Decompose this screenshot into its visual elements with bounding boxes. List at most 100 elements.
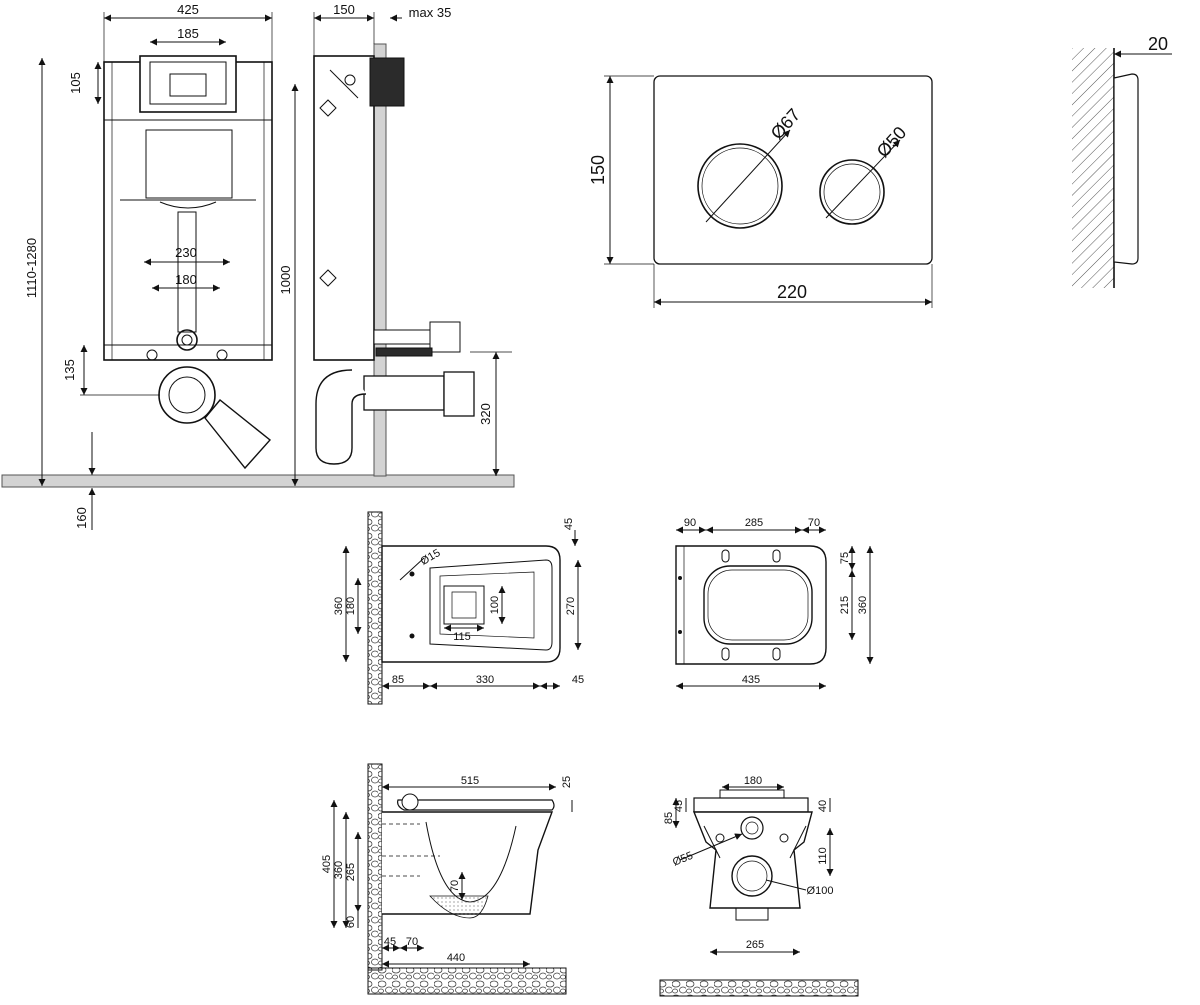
dim-150-plate: 150 — [588, 155, 608, 185]
bracket-inner — [149, 61, 227, 105]
dim-line-d15 — [399, 557, 425, 581]
dim-425: 425 — [177, 2, 199, 17]
bowl-back-foot — [735, 908, 769, 921]
side-rail — [375, 347, 433, 357]
seat-hinge-back — [719, 789, 785, 799]
dim-360-seat: 360 — [857, 596, 869, 614]
seat-bumper — [772, 647, 781, 661]
dim-25: 25 — [561, 776, 573, 788]
frame-side-view: 150 max 35 320 — [313, 2, 512, 477]
dim-180: 180 — [175, 272, 197, 287]
bowl-back-view: 180 85 45 40 110 Ø55 Ø100 265 — [659, 775, 859, 997]
small-flush-button-inner — [823, 163, 881, 221]
dim-360-side: 360 — [333, 861, 345, 879]
dim-line-d100 — [765, 879, 807, 891]
dim-360-top: 360 — [333, 597, 345, 615]
bowl-side-view: 515 25 405 360 265 70 60 45 70 440 — [321, 763, 573, 995]
dim-max35: max 35 — [409, 5, 452, 20]
dim-75: 75 — [839, 552, 851, 564]
side-detail — [329, 69, 359, 99]
cistern-panel — [145, 129, 233, 199]
dim-45-top: 45 — [563, 518, 575, 530]
big-flush-button — [697, 143, 783, 229]
dim-265-side: 265 — [345, 863, 357, 881]
dim-135: 135 — [62, 359, 77, 381]
seat-back — [693, 797, 809, 813]
dim-70v: 70 — [449, 880, 461, 892]
seat-hinge — [401, 793, 419, 811]
water-valve — [429, 321, 461, 353]
dim-line-d67 — [705, 129, 791, 223]
dim-40: 40 — [817, 800, 829, 812]
drain-elbow — [204, 399, 272, 470]
flush-plate — [653, 75, 933, 265]
dim-405: 405 — [321, 855, 333, 873]
floor-stones-back — [659, 979, 859, 997]
floor-stones — [367, 967, 567, 995]
anchor-right — [216, 349, 228, 361]
dim-270-top: 270 — [565, 597, 577, 615]
dim-d100: Ø100 — [807, 885, 834, 897]
dim-45-side: 45 — [384, 936, 396, 948]
bowl-outlet-inner — [451, 591, 477, 619]
fixing-hole-bottom — [409, 633, 415, 639]
floor-strip — [1, 474, 515, 488]
frame-front-view: 425 185 105 230 180 1110-1280 1000 135 1… — [1, 2, 515, 530]
dim-320: 320 — [478, 403, 493, 425]
big-flush-button-inner — [701, 147, 779, 225]
inlet-hole-inner — [745, 821, 759, 835]
outlet-hole-inner — [736, 860, 768, 892]
dim-1000: 1000 — [278, 266, 293, 295]
dim-160: 160 — [74, 507, 89, 529]
dim-515: 515 — [461, 775, 479, 787]
bowl-back-ribs — [703, 825, 807, 859]
drain-flange — [443, 371, 475, 417]
top-bracket — [139, 55, 237, 113]
dim-330-top: 330 — [476, 674, 494, 686]
cistern-outlet — [159, 201, 217, 209]
dim-110: 110 — [817, 847, 829, 865]
drain-bend — [315, 369, 367, 465]
dim-435: 435 — [742, 674, 760, 686]
dim-115-top: 115 — [453, 631, 471, 643]
dim-285: 285 — [745, 517, 763, 529]
dim-265-back: 265 — [746, 939, 764, 951]
dim-105: 105 — [68, 72, 83, 94]
side-bolt — [344, 74, 356, 86]
dim-total-height: 1110-1280 — [24, 238, 39, 298]
dim-185: 185 — [177, 26, 199, 41]
wall-stones — [367, 763, 383, 971]
drain-outer — [158, 366, 216, 424]
dim-70-side: 70 — [406, 936, 418, 948]
wall-section — [373, 43, 387, 477]
fixing-hole-top — [409, 571, 415, 577]
dim-440: 440 — [447, 952, 465, 964]
dim-45-bottom: 45 — [572, 674, 584, 686]
seat-bumper — [772, 549, 781, 563]
seat-bumper — [721, 647, 730, 661]
anchor-left — [146, 349, 158, 361]
side-bracket — [369, 57, 405, 107]
flush-pipe — [177, 211, 197, 333]
seat-bumper — [721, 549, 730, 563]
dim-100-top: 100 — [489, 596, 501, 614]
fixing-hole-back — [715, 833, 725, 843]
side-frame-body — [313, 55, 375, 361]
dim-85-back: 85 — [663, 812, 675, 824]
drain-inner — [168, 376, 206, 414]
dim-20: 20 — [1148, 34, 1168, 54]
flush-plate-view: Ø67 Ø50 150 220 20 — [588, 34, 1172, 308]
dim-180-back: 180 — [744, 775, 762, 787]
dim-90: 90 — [684, 517, 696, 529]
bowl-side-outline — [382, 811, 554, 915]
bowl-top-view: Ø15 45 360 180 100 270 115 85 330 45 — [333, 511, 584, 705]
wall-hatch — [1072, 48, 1114, 288]
outlet-hole — [731, 855, 773, 897]
wall-stones — [367, 511, 383, 705]
seat-opening — [703, 565, 813, 645]
dim-line-d50 — [825, 139, 901, 219]
inlet-hole — [740, 816, 764, 840]
bracket-window — [169, 73, 207, 97]
